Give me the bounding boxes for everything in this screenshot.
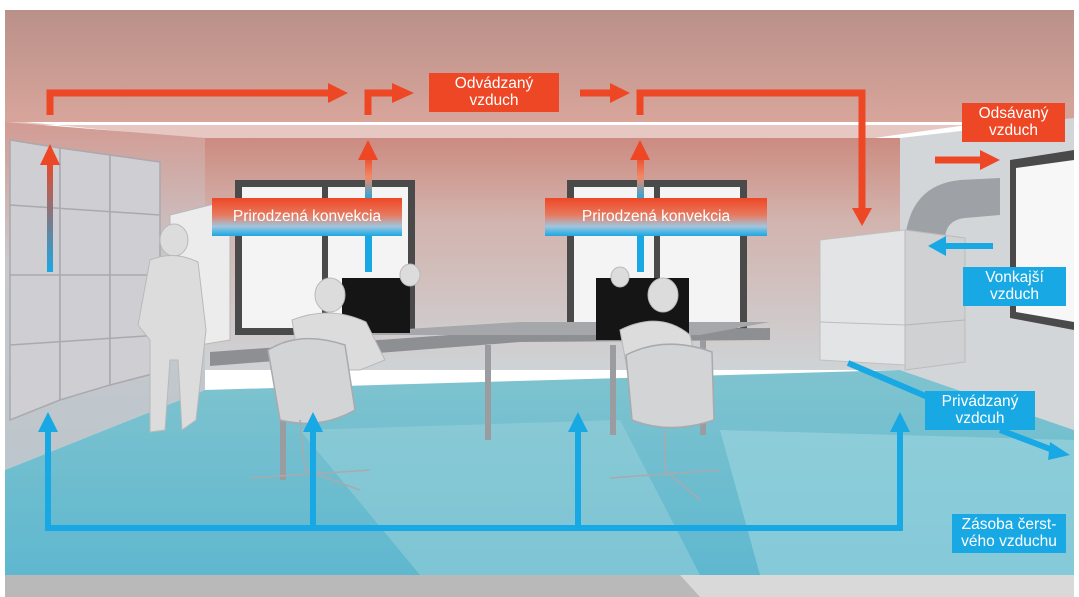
fresh-air-supply-label: Zásoba čerst-vého vzduchu bbox=[952, 514, 1066, 553]
supply-air-path bbox=[45, 243, 1060, 531]
exhaust-air-path bbox=[46, 89, 982, 210]
convection-riser-left bbox=[365, 155, 372, 200]
ventilation-unit bbox=[819, 178, 1000, 371]
chairs bbox=[249, 337, 721, 501]
natural-convection-label-left: Prirodzená konvekcia bbox=[212, 198, 402, 236]
lockers bbox=[9, 139, 161, 422]
supply-arrowheads bbox=[38, 236, 1070, 460]
exhaust-arrowheads bbox=[40, 83, 1000, 226]
left-riser bbox=[47, 160, 53, 272]
convection-riser-right bbox=[637, 155, 644, 200]
natural-convection-label-right: Prirodzená konvekcia bbox=[545, 198, 767, 236]
